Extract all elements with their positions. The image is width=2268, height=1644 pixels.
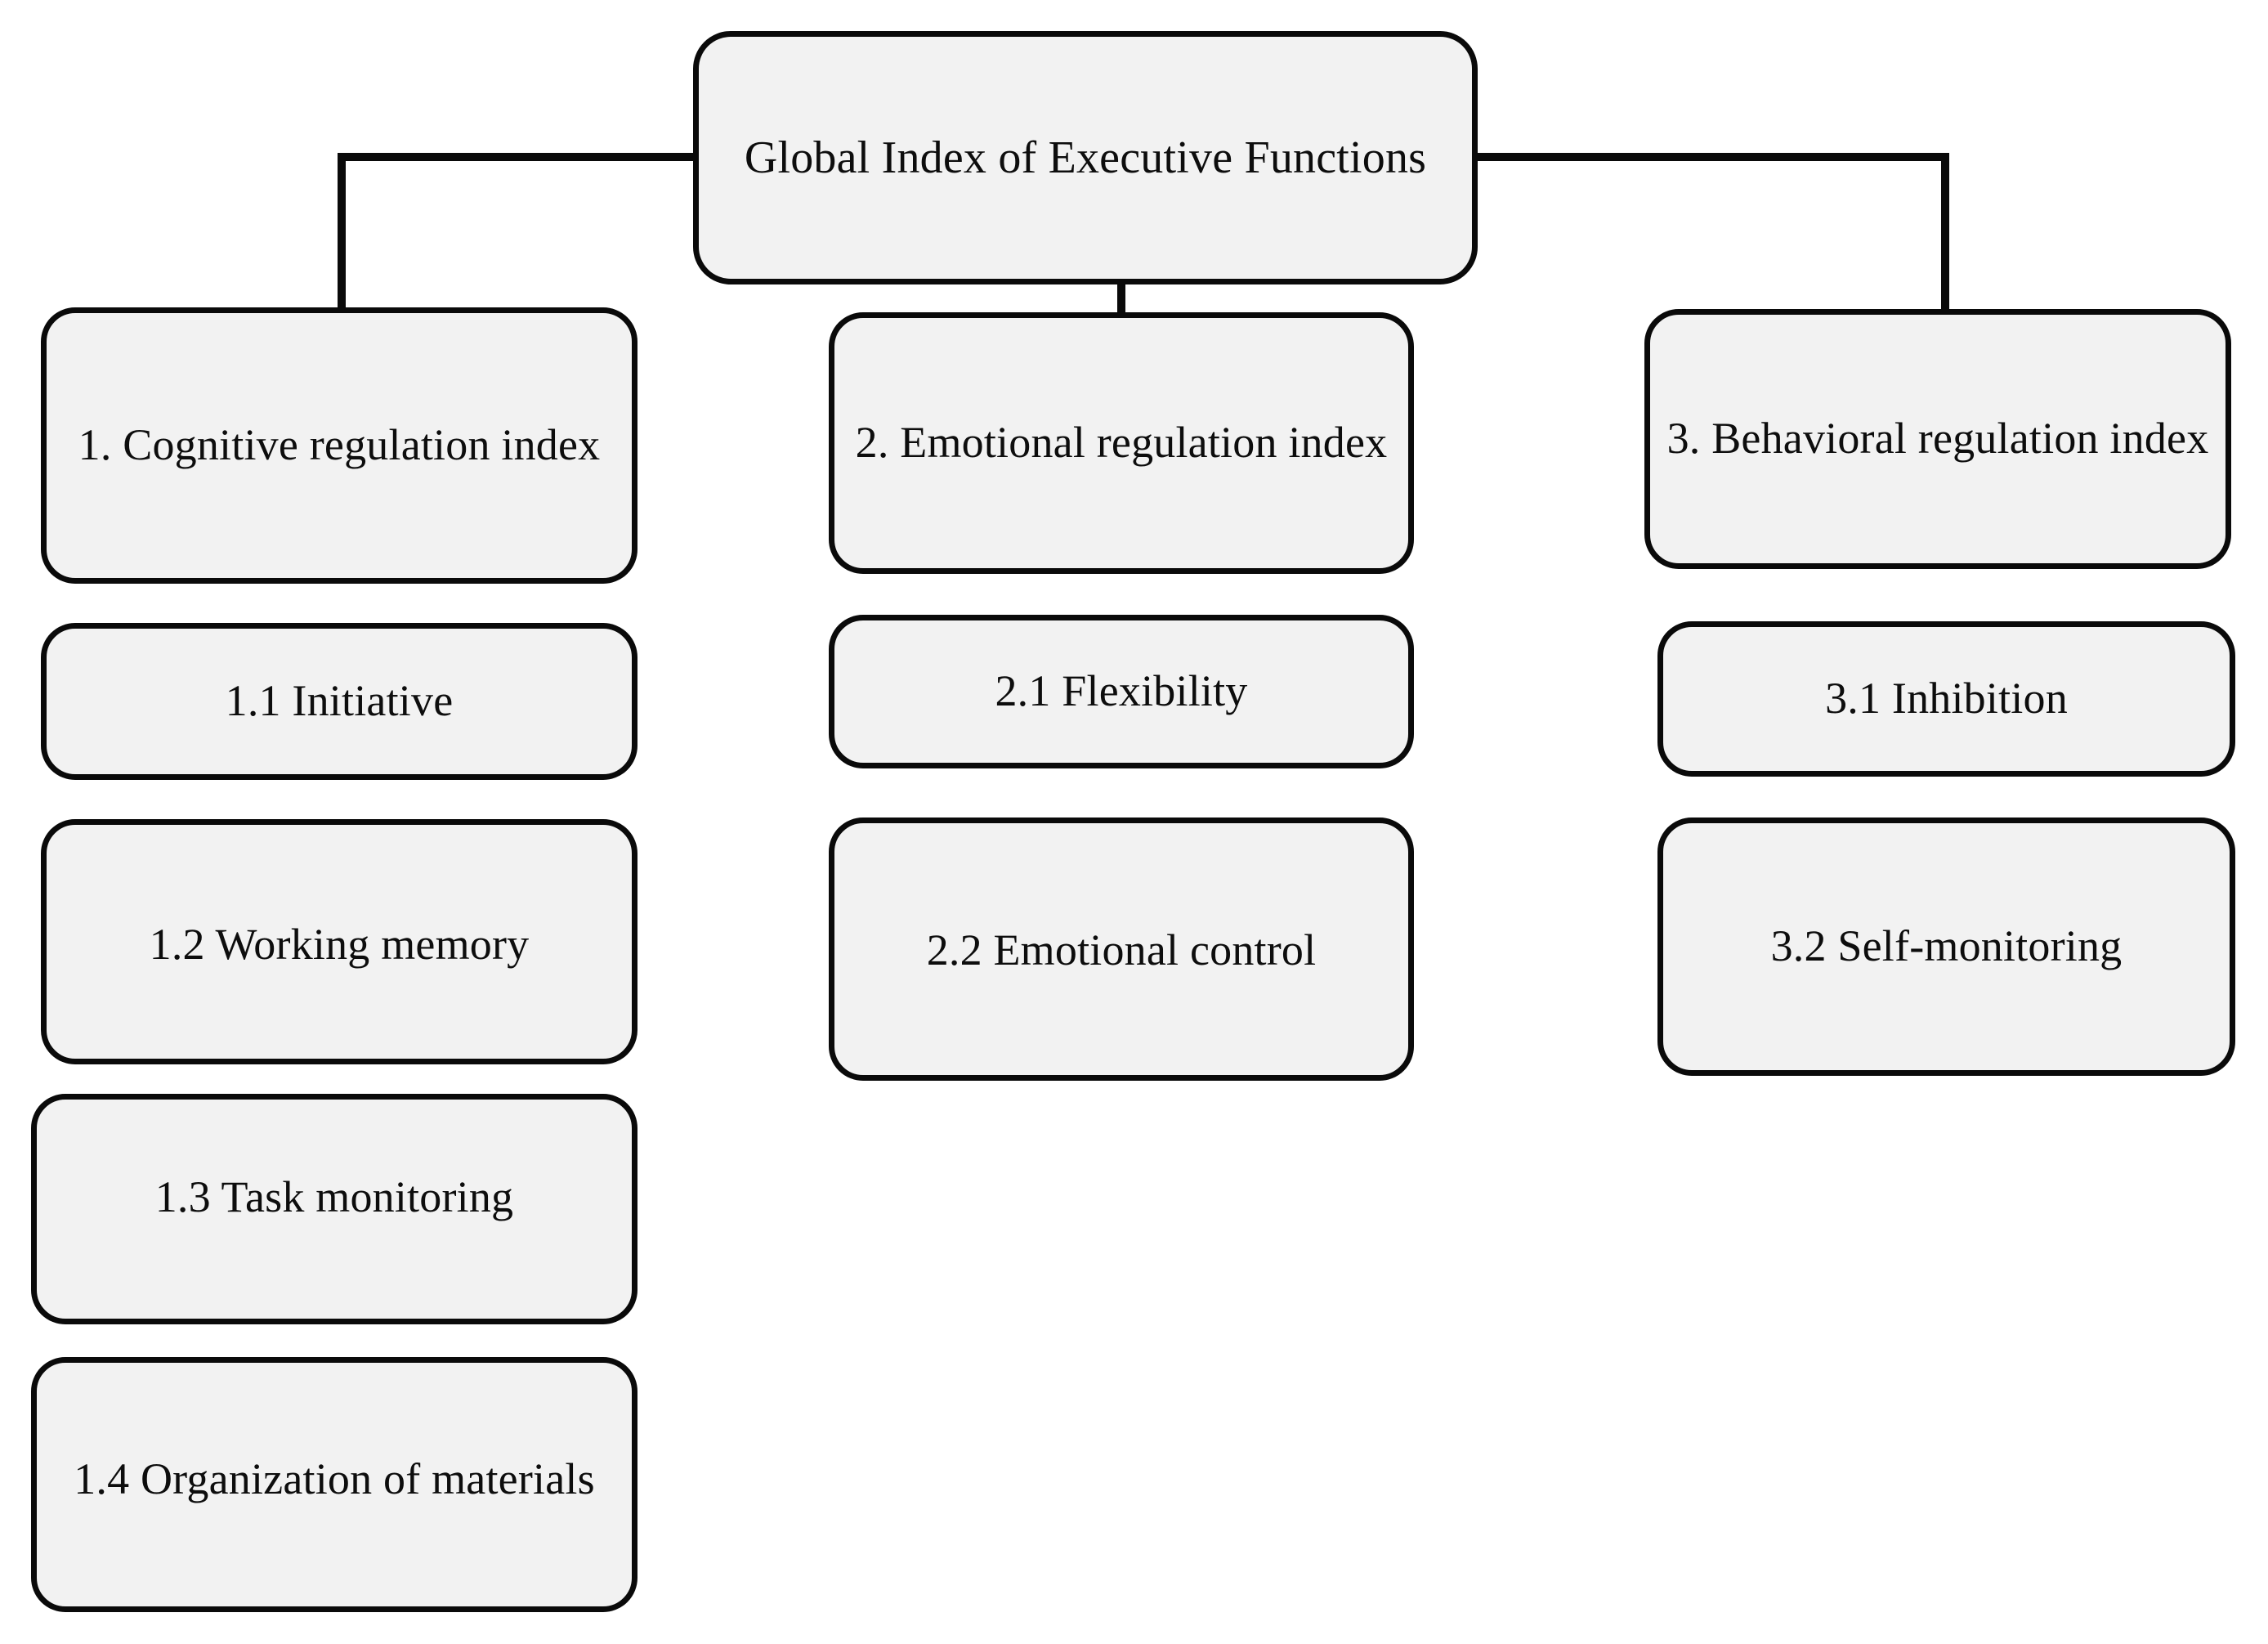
node-label: 3.1 Inhibition — [1825, 674, 2068, 723]
node-label: 3.2 Self-monitoring — [1770, 921, 2123, 971]
connector-root-to-cognitive — [338, 153, 693, 312]
node-emotional-regulation-index[interactable]: 2. Emotional regulation index — [829, 312, 1414, 574]
node-label: Global Index of Executive Functions — [744, 132, 1427, 183]
node-label: 1.4 Organization of materials — [74, 1454, 595, 1504]
node-inhibition[interactable]: 3.1 Inhibition — [1657, 621, 2235, 777]
node-cognitive-regulation-index[interactable]: 1. Cognitive regulation index — [41, 307, 637, 584]
node-label: 1.2 Working memory — [149, 920, 530, 970]
node-label: 2.1 Flexibility — [995, 666, 1248, 716]
node-label: 3. Behavioral regulation index — [1666, 414, 2209, 464]
node-organization-of-materials[interactable]: 1.4 Organization of materials — [31, 1357, 637, 1612]
node-label: 2. Emotional regulation index — [855, 418, 1388, 468]
node-behavioral-regulation-index[interactable]: 3. Behavioral regulation index — [1644, 309, 2231, 569]
node-label: 2.2 Emotional control — [926, 925, 1317, 975]
node-label: 1.3 Task monitoring — [154, 1172, 514, 1222]
node-global-index[interactable]: Global Index of Executive Functions — [693, 31, 1478, 284]
node-label: 1.1 Initiative — [225, 676, 454, 726]
node-working-memory[interactable]: 1.2 Working memory — [41, 819, 637, 1064]
node-emotional-control[interactable]: 2.2 Emotional control — [829, 818, 1414, 1081]
connector-root-to-behavioral — [1478, 153, 1949, 316]
node-initiative[interactable]: 1.1 Initiative — [41, 623, 637, 780]
node-flexibility[interactable]: 2.1 Flexibility — [829, 615, 1414, 768]
node-self-monitoring[interactable]: 3.2 Self-monitoring — [1657, 818, 2235, 1076]
node-label: 1. Cognitive regulation index — [78, 420, 601, 470]
node-task-monitoring[interactable]: 1.3 Task monitoring — [31, 1094, 637, 1324]
